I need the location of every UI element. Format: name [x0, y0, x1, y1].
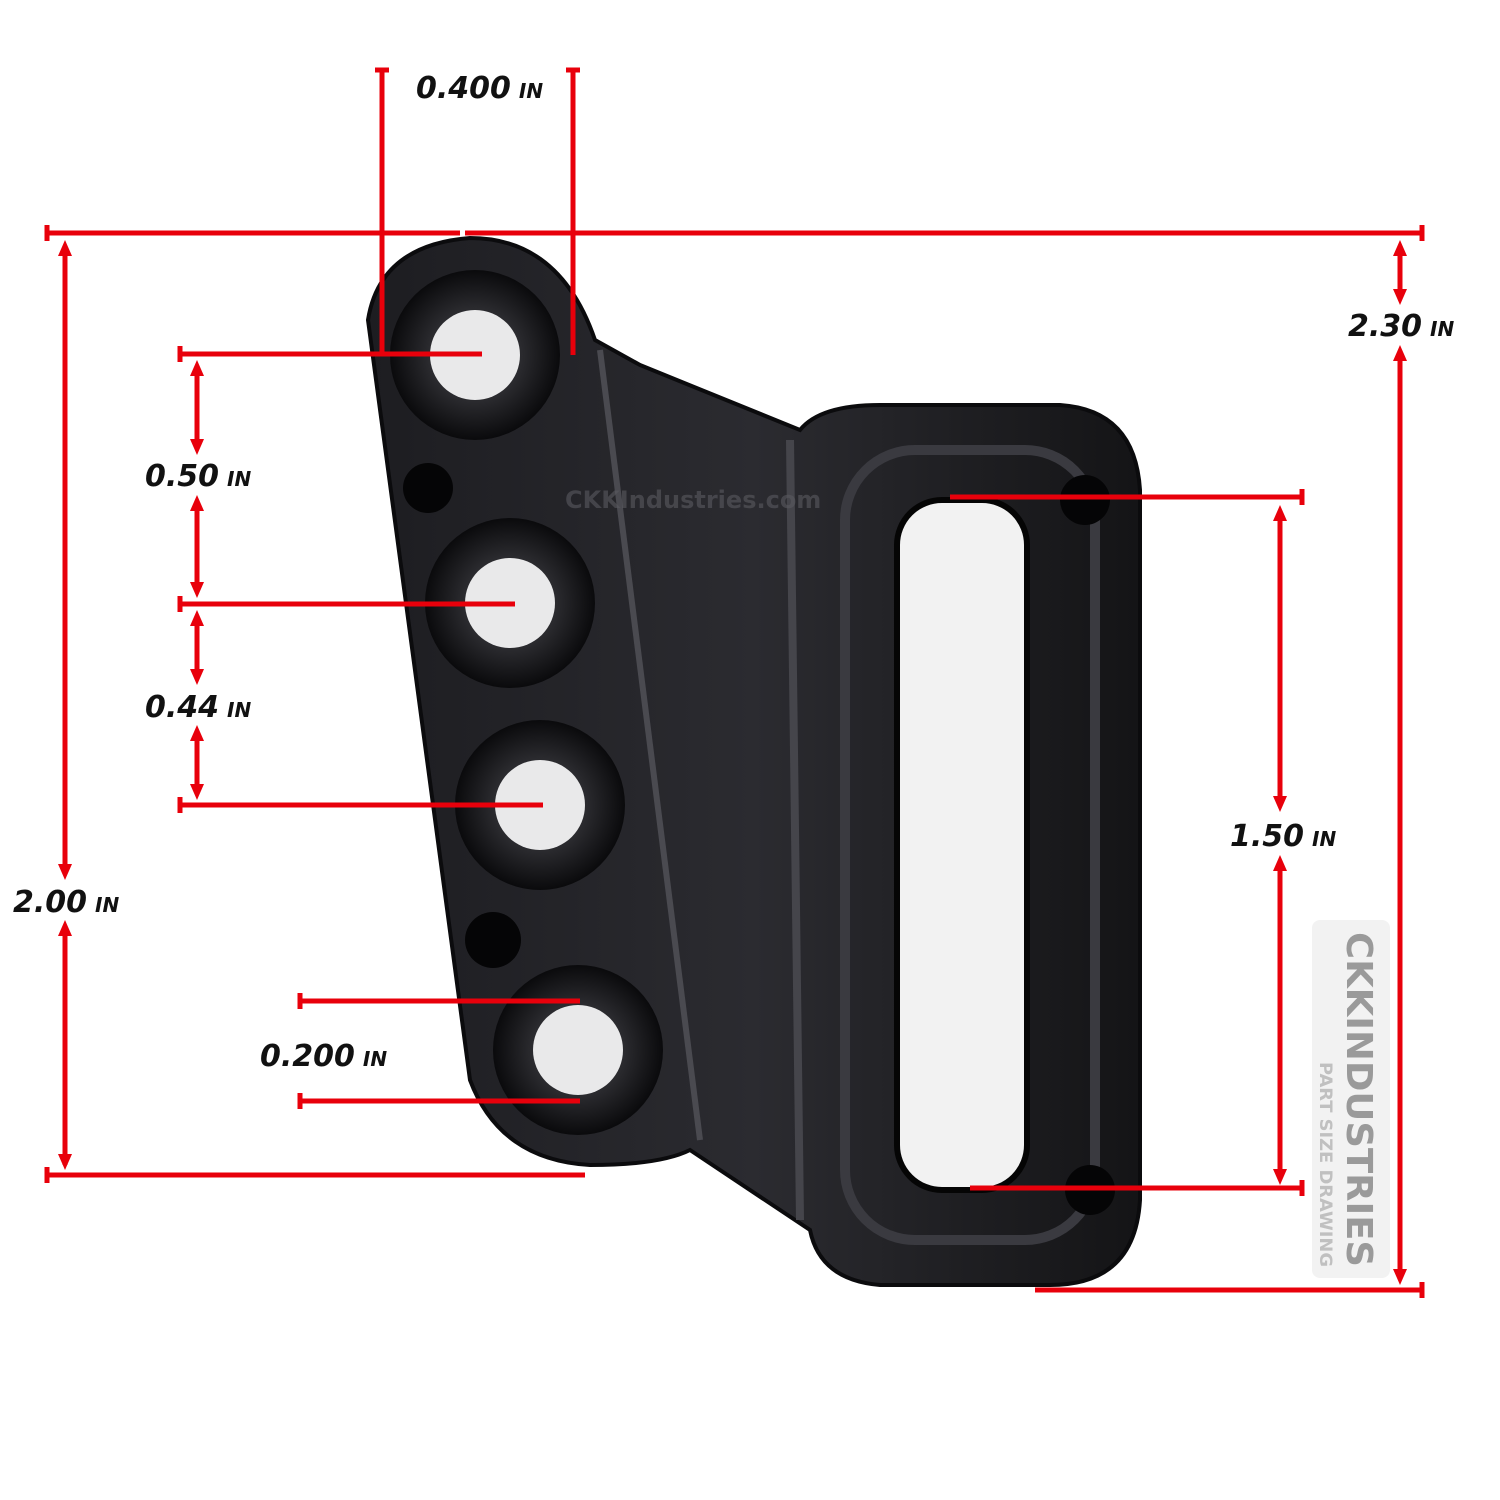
slot-opening — [894, 497, 1030, 1193]
pin-hole-3 — [1060, 475, 1110, 525]
slot-frame-ridge — [840, 445, 1100, 1245]
center-watermark: CKKIndustries.com — [565, 486, 821, 514]
pin-hole-2 — [465, 912, 521, 968]
watermark-badge: CKKINDUSTRIES PART SIZE DRAWING — [1312, 920, 1390, 1278]
badge-subtitle: PART SIZE DRAWING — [1315, 1062, 1335, 1267]
bracket-part: CKKIndustries.com — [365, 235, 1142, 1287]
web-ridge — [786, 439, 804, 1221]
plate-ridge — [597, 349, 703, 1141]
pin-hole-1 — [403, 463, 453, 513]
badge-title: CKKINDUSTRIES — [1338, 932, 1379, 1267]
hole-4-bore — [533, 1005, 623, 1095]
dimension-lines — [44, 67, 1425, 1298]
